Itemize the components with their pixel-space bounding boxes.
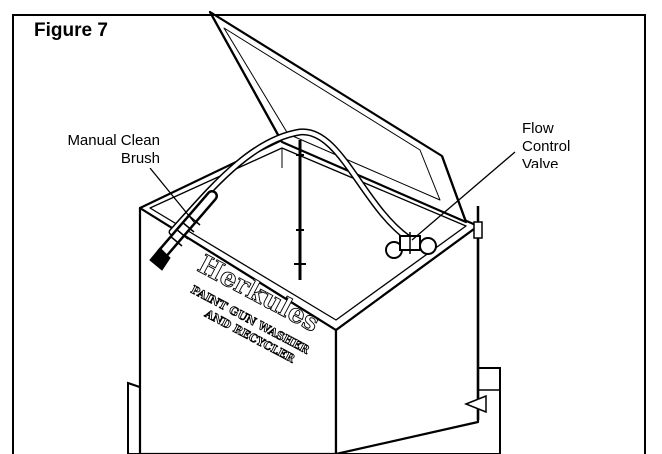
brush-callout-line1: Manual Clean xyxy=(67,132,160,149)
valve-callout: Flow Control Valve xyxy=(522,120,602,168)
lid-support-rod xyxy=(294,140,306,280)
brush-leader-line xyxy=(149,167,195,223)
open-lid xyxy=(208,10,468,224)
figure-border xyxy=(12,14,646,454)
manual-clean-brush xyxy=(149,190,218,271)
valve-leader-line xyxy=(411,151,516,241)
valve-callout-line2: Control xyxy=(522,138,571,155)
brush-callout-line2: Brush xyxy=(120,150,160,167)
valve-callout-line3: Valve xyxy=(522,156,559,168)
figure-title: Figure 7 xyxy=(34,20,108,41)
valve-callout-line1: Flow xyxy=(522,120,554,137)
brush-callout: Manual Clean Brush xyxy=(30,132,160,168)
tank-body xyxy=(138,138,480,454)
flow-control-valve xyxy=(385,232,437,259)
side-latch-rod xyxy=(463,206,487,420)
